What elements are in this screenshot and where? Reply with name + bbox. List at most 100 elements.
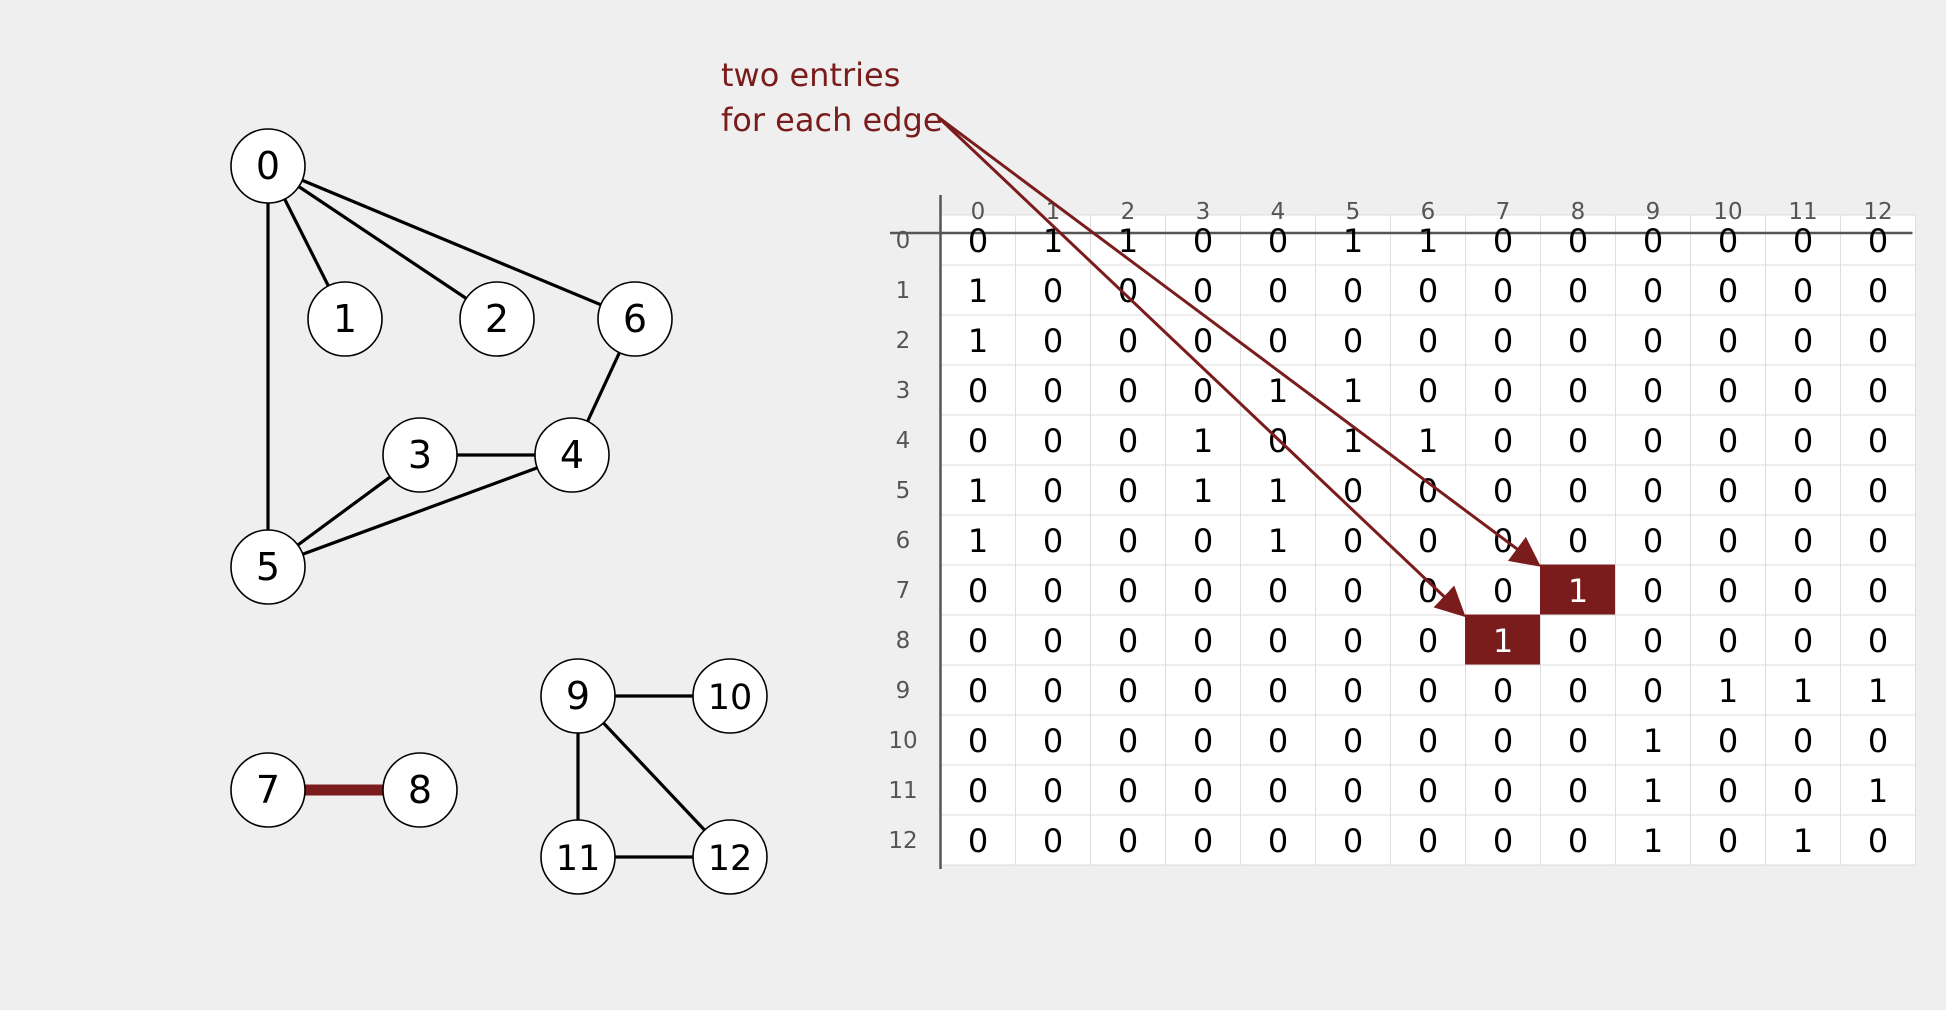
cell-value: 0	[1718, 772, 1738, 810]
cell-bg	[1315, 564, 1391, 616]
cell-bg	[1840, 514, 1916, 566]
cell-value: 1	[1193, 472, 1213, 510]
cell-value: 0	[1793, 622, 1813, 660]
cell-value: 1	[1868, 772, 1888, 810]
cell-value: 0	[1718, 472, 1738, 510]
vertex-label: 0	[256, 144, 280, 188]
cell-value: 0	[1868, 322, 1888, 360]
cell-bg	[1765, 614, 1841, 666]
vertex-label: 4	[560, 433, 584, 477]
vertex-12: 12	[692, 819, 768, 895]
cell-bg	[1615, 314, 1691, 366]
cell-bg	[1315, 764, 1391, 816]
cell-bg	[1615, 664, 1691, 716]
cell-bg	[1240, 614, 1316, 666]
cell-value: 0	[1343, 472, 1363, 510]
row-header: 0	[896, 228, 911, 254]
vertex-11: 11	[540, 819, 616, 895]
vertex-circle	[230, 752, 306, 828]
cell-value: 0	[1193, 672, 1213, 710]
cell-value: 0	[1418, 822, 1438, 860]
cell-bg	[1315, 464, 1391, 516]
cell-bg	[1390, 464, 1466, 516]
cell-bg	[940, 714, 1016, 766]
cell-bg	[1690, 814, 1766, 866]
col-header: 0	[971, 199, 986, 225]
cell-value: 0	[1118, 772, 1138, 810]
cell-value: 0	[1568, 622, 1588, 660]
cell-value: 0	[1493, 772, 1513, 810]
cell-value: 0	[1343, 272, 1363, 310]
vertex-circle	[692, 658, 768, 734]
cell-bg	[1615, 564, 1691, 616]
cell-value: 0	[1568, 672, 1588, 710]
col-header: 6	[1421, 199, 1436, 225]
vertex-label: 9	[566, 674, 590, 718]
cell-value: 1	[1868, 672, 1888, 710]
cell-value: 0	[1718, 622, 1738, 660]
cell-bg	[1390, 814, 1466, 866]
row-header: 8	[896, 628, 911, 654]
cell-bg	[1615, 364, 1691, 416]
cell-value: 0	[1118, 622, 1138, 660]
cell-bg	[1540, 414, 1616, 466]
cell-value: 0	[1343, 722, 1363, 760]
cell-value: 0	[968, 722, 988, 760]
cell-value: 1	[968, 522, 988, 560]
cell-bg	[1540, 614, 1616, 666]
col-header: 12	[1863, 199, 1892, 225]
col-header: 11	[1788, 199, 1817, 225]
vertex-circle	[459, 281, 535, 357]
cell-bg	[1765, 364, 1841, 416]
cell-bg	[940, 614, 1016, 666]
vertex-circle	[230, 529, 306, 605]
cell-value: 0	[1118, 722, 1138, 760]
cell-value: 0	[1793, 722, 1813, 760]
cell-value: 0	[1268, 222, 1288, 260]
cell-bg	[1540, 764, 1616, 816]
vertex-circle	[540, 819, 616, 895]
cell-bg	[1465, 414, 1541, 466]
cell-value: 0	[1418, 622, 1438, 660]
cell-bg	[1240, 264, 1316, 316]
cell-value: 0	[1643, 222, 1663, 260]
cell-bg	[1390, 414, 1466, 466]
cell-value: 0	[1868, 472, 1888, 510]
cell-value: 1	[1268, 522, 1288, 560]
cell-value: 0	[1418, 572, 1438, 610]
vertex-5: 5	[230, 529, 306, 605]
col-header: 4	[1271, 199, 1286, 225]
cell-value: 0	[1643, 672, 1663, 710]
cell-value: 0	[1793, 772, 1813, 810]
vertex-label: 6	[623, 297, 647, 341]
cell-bg	[1015, 514, 1091, 566]
cell-value: 0	[1343, 822, 1363, 860]
cell-bg	[1015, 314, 1091, 366]
vertex-circle	[692, 819, 768, 895]
cell-value: 0	[1793, 522, 1813, 560]
cell-bg	[1690, 414, 1766, 466]
cell-value: 0	[1868, 522, 1888, 560]
cell-bg	[1690, 764, 1766, 816]
cell-value: 0	[1643, 622, 1663, 660]
vertex-8: 8	[382, 752, 458, 828]
cell-bg	[1315, 714, 1391, 766]
cell-bg	[1690, 364, 1766, 416]
cell-value: 0	[968, 822, 988, 860]
cell-value: 0	[1268, 272, 1288, 310]
cell-value: 0	[1343, 772, 1363, 810]
annotation-line-2: for each edge	[721, 101, 943, 139]
cell-value: 0	[1643, 272, 1663, 310]
cell-bg	[1690, 564, 1766, 616]
cell-bg	[1765, 564, 1841, 616]
cell-bg	[1390, 664, 1466, 716]
cell-bg	[1390, 714, 1466, 766]
annotation-arrows	[936, 115, 1541, 618]
cell-value: 0	[1718, 422, 1738, 460]
row-header: 9	[896, 678, 911, 704]
row-header: 5	[896, 478, 911, 504]
cell-value: 0	[1718, 722, 1738, 760]
col-header: 7	[1496, 199, 1511, 225]
cell-bg	[1240, 564, 1316, 616]
